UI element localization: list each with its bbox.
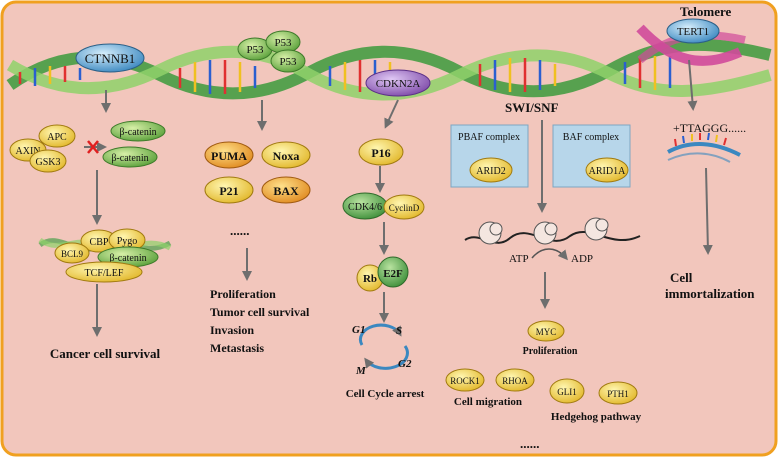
cancer-cell-survival-label: Cancer cell survival	[50, 346, 161, 361]
adp-label: ADP	[571, 253, 593, 265]
arrow-tert1	[687, 59, 698, 111]
invasion-label: Invasion	[210, 323, 254, 337]
g1-label: G1	[352, 324, 365, 336]
e2f-label: E2F	[383, 268, 403, 280]
nucleosome-strand	[464, 217, 641, 245]
cdk-cyclin-complex: CDK4/6 CyclinD	[342, 192, 425, 220]
baf-complex-label: BAF complex	[563, 132, 619, 143]
tert1-label: TERT1	[677, 26, 709, 38]
metastasis-label: Metastasis	[210, 341, 264, 355]
cell-immortalization-line1: Cell	[670, 270, 693, 285]
g2-label: G2	[398, 358, 412, 370]
pbaf-complex-box: PBAF complex ARID2	[450, 124, 529, 188]
cdkn2a-label: CDKN2A	[376, 78, 421, 90]
arrow-cdkn2a	[384, 99, 399, 129]
myc-label: MYC	[536, 327, 557, 337]
p53-label-3: P53	[279, 56, 297, 68]
transcription-complex: CBP Pygo BCL9 β-catenin TCF/LEF	[38, 228, 172, 283]
cell-cycle-diagram: G1 S G2 M	[352, 323, 412, 377]
myc-proliferation-label: Proliferation	[523, 346, 578, 357]
cell-migration-label: Cell migration	[454, 396, 522, 408]
arid1a-label: ARID1A	[589, 166, 626, 177]
telomere-label: Telomere	[680, 4, 731, 19]
ctnnb1-label: CTNNB1	[85, 51, 136, 66]
cyclind-label: CyclinD	[389, 203, 420, 213]
rb-label: Rb	[363, 273, 377, 285]
telomere-strand	[667, 132, 741, 163]
proliferation-label: Proliferation	[210, 287, 276, 301]
atp-label: ATP	[509, 253, 529, 265]
cell-immortalization-line2: immortalization	[665, 286, 755, 301]
inhibition-mark	[84, 140, 107, 154]
beta-catenin-label-1: β-catenin	[119, 127, 156, 138]
tcf-lef-label: TCF/LEF	[85, 268, 124, 279]
axin-label: AXIN	[16, 146, 41, 157]
baf-complex-box: BAF complex ARID1A	[552, 124, 631, 188]
p53-cluster: P53 P53 P53	[237, 30, 306, 73]
beta-catenin-pair: β-catenin β-catenin	[102, 120, 166, 168]
p53-outcomes: Proliferation Tumor cell survival Invasi…	[210, 287, 310, 355]
noxa-label: Noxa	[273, 149, 300, 163]
p53-targets: PUMA Noxa P21 BAX	[204, 141, 311, 204]
p21-label: P21	[219, 184, 238, 198]
rb-e2f-complex: Rb E2F	[356, 256, 409, 292]
rock1-label: ROCK1	[450, 376, 480, 386]
destruction-complex: AXIN APC GSK3	[9, 124, 76, 173]
s-label: S	[396, 325, 402, 337]
puma-label: PUMA	[211, 149, 247, 163]
hedgehog-pathway-label: Hedgehog pathway	[551, 411, 642, 423]
cbp-label: CBP	[90, 237, 109, 248]
gsk3-label: GSK3	[35, 157, 60, 168]
arid2-label: ARID2	[476, 166, 505, 177]
ctnnb1-node: CTNNB1	[75, 43, 145, 73]
myc-node: MYC	[527, 320, 565, 342]
cdk46-label: CDK4/6	[348, 202, 382, 213]
m-label: M	[355, 365, 367, 377]
gli1-label: GLI1	[557, 387, 577, 397]
cell-cycle-arrest-label: Cell Cycle arrest	[346, 388, 425, 400]
atp-adp-arrow	[531, 248, 568, 261]
rhoa-label: RHOA	[502, 376, 528, 386]
p53-more-dots: ......	[230, 223, 250, 238]
pbaf-complex-label: PBAF complex	[458, 132, 520, 143]
tumor-cell-survival-label: Tumor cell survival	[210, 305, 310, 319]
tert1-node: TERT1	[666, 18, 720, 44]
arrow-to-immortalization	[702, 167, 713, 255]
p16-label: P16	[371, 146, 390, 160]
p16-node: P16	[358, 138, 404, 166]
downstream-targets: ROCK1 RHOA GLI1 PTH1	[445, 368, 638, 405]
swi-snf-label: SWI/SNF	[505, 100, 559, 115]
beta-catenin-label-3: β-catenin	[109, 253, 146, 264]
pth1-label: PTH1	[607, 389, 629, 399]
ttaggg-label: +TTAGGG......	[673, 121, 746, 135]
bcl9-label: BCL9	[61, 249, 84, 259]
swi-snf-more-dots: ......	[520, 436, 540, 451]
bax-label: BAX	[273, 184, 299, 198]
apc-label: APC	[47, 132, 67, 143]
p53-label-1: P53	[246, 44, 264, 56]
cdkn2a-node: CDKN2A	[365, 69, 431, 97]
pygo-label: Pygo	[117, 236, 138, 247]
p53-label-2: P53	[274, 37, 292, 49]
beta-catenin-label-2: β-catenin	[111, 153, 148, 164]
